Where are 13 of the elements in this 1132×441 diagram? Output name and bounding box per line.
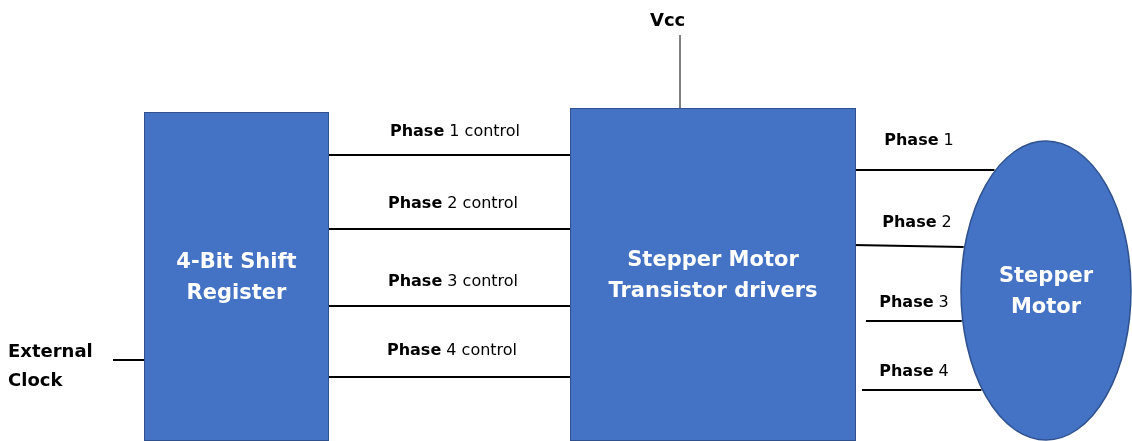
connector-line [328, 305, 571, 307]
process-box: 4-Bit Shift Register [144, 112, 329, 441]
connector-line [328, 228, 571, 230]
process-box: Stepper Motor Transistor drivers [570, 108, 856, 441]
connector-line [865, 320, 963, 322]
supply-label: Vcc [650, 6, 710, 35]
connector-line [112, 359, 145, 361]
connector-line [861, 389, 983, 391]
connector-line [328, 376, 571, 378]
connector-line [328, 154, 571, 156]
connector-line [679, 34, 681, 109]
input-label: External Clock [8, 336, 113, 396]
node-label: Stepper Motor [997, 262, 1095, 320]
